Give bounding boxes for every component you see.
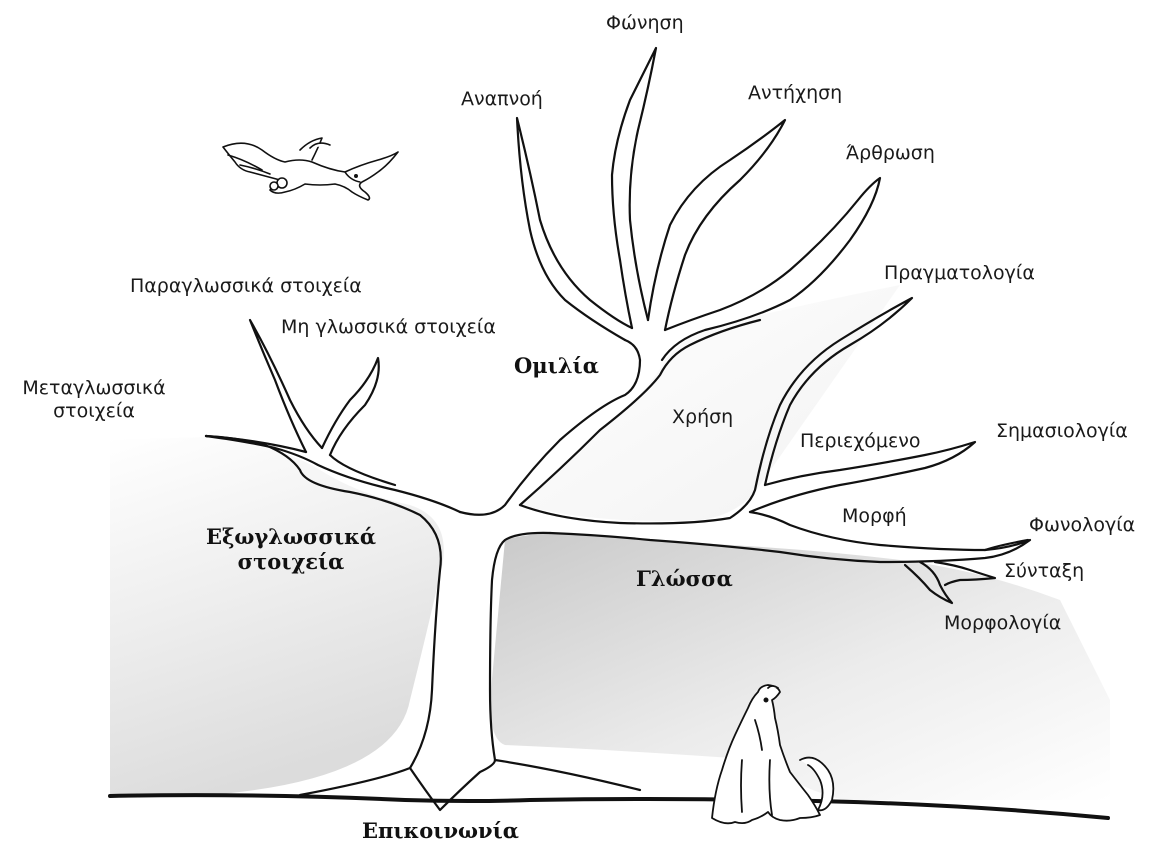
label-anapnoi: Αναπνοή xyxy=(461,88,543,111)
label-arthrosi: Άρθρωση xyxy=(846,142,935,165)
label-fonisi: Φώνηση xyxy=(606,12,684,35)
label-mi-glossika: Μη γλωσσικά στοιχεία xyxy=(281,316,496,339)
label-exoglossika-line1: Εξωγλωσσικά xyxy=(196,524,386,549)
label-glossa: Γλώσσα xyxy=(636,566,733,591)
label-periechomeno: Περιεχόμενο xyxy=(800,430,921,453)
label-omilia: Ομιλία xyxy=(514,353,599,378)
exoglossika-region xyxy=(110,437,444,796)
branch-paraglossika xyxy=(250,320,322,452)
label-antichisi: Αντήχηση xyxy=(748,82,842,105)
eagle-illustration xyxy=(223,138,398,200)
label-metaglossika-line1: Μεταγλωσσικά xyxy=(6,377,182,400)
label-paraglossika: Παραγλωσσικά στοιχεία xyxy=(130,275,362,298)
label-metaglossika: Μεταγλωσσικά στοιχεία xyxy=(6,377,182,423)
branch-antichisi xyxy=(648,120,785,330)
label-chrisi: Χρήση xyxy=(672,406,733,429)
label-simasiologia: Σημασιολογία xyxy=(996,420,1128,443)
label-syntaxi: Σύνταξη xyxy=(1004,560,1084,583)
label-pragmatologia: Πραγματολογία xyxy=(884,262,1035,285)
branch-fonisi xyxy=(612,48,656,328)
branch-mi-glossika xyxy=(322,358,379,455)
label-exoglossika: Εξωγλωσσικά στοιχεία xyxy=(196,524,386,574)
label-fonologia: Φωνολογία xyxy=(1029,514,1135,537)
label-morfi: Μορφή xyxy=(842,505,907,528)
label-exoglossika-line2: στοιχεία xyxy=(196,549,386,574)
label-morfologia: Μορφολογία xyxy=(944,612,1061,635)
usage-region xyxy=(520,285,900,521)
label-epikoinonia: Επικοινωνία xyxy=(362,818,519,843)
label-metaglossika-line2: στοιχεία xyxy=(6,400,182,423)
